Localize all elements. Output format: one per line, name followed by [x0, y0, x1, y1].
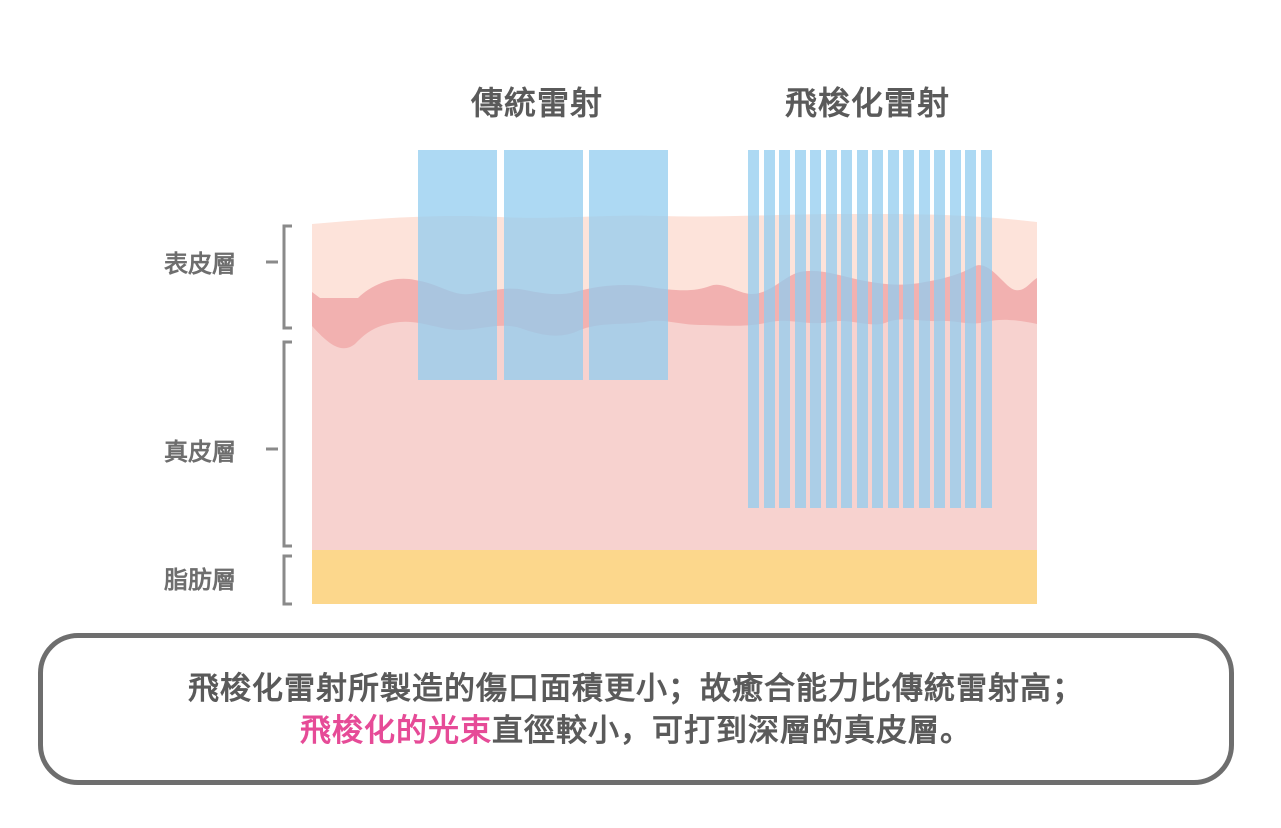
heading-fractional-laser: 飛梭化雷射: [785, 84, 951, 122]
junction-band: [312, 265, 1037, 349]
traditional-laser-beams: [418, 150, 668, 380]
heading-traditional-laser: 傳統雷射: [471, 84, 604, 122]
fractional-beam: [872, 150, 883, 508]
label-fat-layer: 脂肪層: [164, 566, 236, 594]
traditional-beam: [589, 150, 668, 380]
fat-bracket: [282, 554, 292, 606]
traditional-beam: [418, 150, 497, 380]
traditional-beam: [504, 150, 583, 380]
fractional-beam: [795, 150, 806, 508]
caption-line-2: 飛梭化的光束直徑較小，可打到深層的真皮層。: [43, 710, 1229, 752]
fractional-beam: [965, 150, 976, 508]
fractional-beam: [903, 150, 914, 508]
fractional-beam: [841, 150, 852, 508]
fractional-beam: [748, 150, 759, 508]
fat-layer: [312, 550, 1037, 604]
fractional-laser-beams: [748, 150, 992, 508]
label-epidermis: 表皮層: [164, 250, 236, 278]
fractional-beam: [919, 150, 930, 508]
skin-laser-diagram: [266, 150, 1037, 606]
epidermis-bracket: [282, 224, 292, 330]
fractional-beam: [950, 150, 961, 508]
fractional-beam: [934, 150, 945, 508]
caption-line-1: 飛梭化雷射所製造的傷口面積更小；故癒合能力比傳統雷射高；: [188, 671, 1084, 707]
fractional-beam: [826, 150, 837, 508]
fractional-beam: [779, 150, 790, 508]
fractional-beam: [857, 150, 868, 508]
dermis-bracket: [282, 340, 292, 548]
caption-highlight: 飛梭化的光束: [300, 713, 492, 749]
fractional-beam: [981, 150, 992, 508]
label-dermis: 真皮層: [164, 438, 236, 466]
caption-line-2-rest: 直徑較小，可打到深層的真皮層。: [492, 713, 972, 749]
fractional-beam: [888, 150, 899, 508]
fractional-beam: [810, 150, 821, 508]
fractional-beam: [764, 150, 775, 508]
caption-box: 飛梭化雷射所製造的傷口面積更小；故癒合能力比傳統雷射高； 飛梭化的光束直徑較小，…: [38, 633, 1234, 785]
